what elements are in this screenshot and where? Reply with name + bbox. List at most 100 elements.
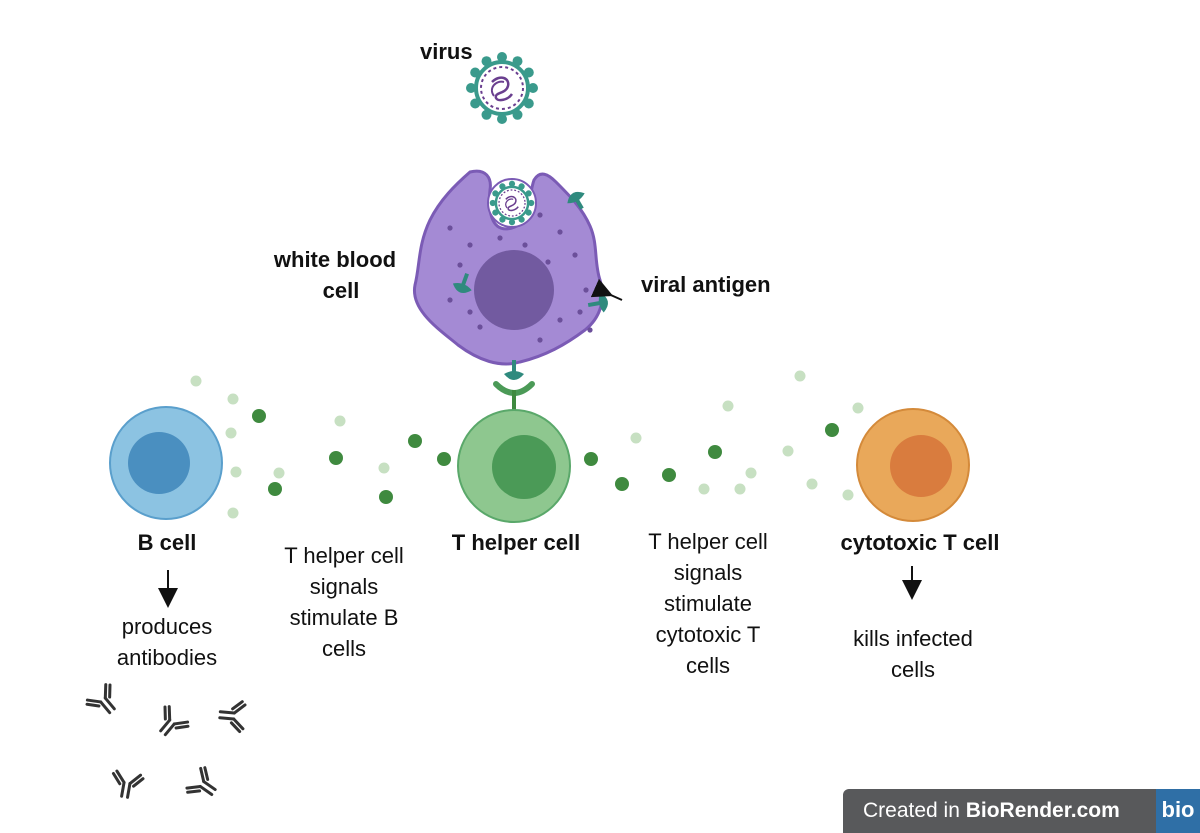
viral-rna [491, 76, 514, 102]
virus-spike [492, 190, 499, 197]
viral-antigen-arrow [590, 278, 623, 301]
granule [557, 229, 563, 235]
signal-molecule [734, 483, 746, 495]
virus-spike [481, 56, 492, 67]
signal-molecule [842, 489, 854, 501]
virus-spike [470, 98, 481, 109]
badge-brand: BioRender.com [965, 799, 1120, 822]
t-helper-cell-label: T helper cell [451, 530, 581, 555]
b-signal-line-2: signals [309, 574, 379, 599]
signal-molecule [408, 434, 422, 448]
granule [457, 262, 463, 268]
virus-spike [508, 180, 516, 187]
virus-spike [523, 67, 534, 78]
cytoplasm-granules [447, 212, 593, 343]
virus-icon [466, 52, 538, 124]
white-blood-cell [413, 169, 608, 380]
virus-membrane [480, 66, 524, 110]
virus-label: virus [420, 39, 473, 64]
signal-molecule [273, 467, 285, 479]
biorender-badge[interactable]: Created in BioRender.com bio [843, 789, 1200, 833]
white-blood-cell-label-line2: cell [322, 278, 360, 303]
antibody-icon [111, 769, 145, 799]
granule [477, 324, 483, 330]
virus-spike [497, 114, 507, 124]
antibody-icon [85, 683, 116, 715]
produces-line-2: antibodies [116, 645, 218, 670]
signal-molecule [782, 445, 794, 457]
virus-spike [518, 183, 525, 190]
c-signal-line-3: stimulate [663, 591, 753, 616]
viral-antigen-icon [567, 191, 585, 210]
virus-spike [508, 219, 516, 226]
virus-spike [499, 216, 506, 223]
virus-spike [528, 83, 538, 93]
signal-molecule [722, 400, 734, 412]
t-helper-cell-nucleus [492, 435, 556, 499]
cytotoxic-t-cell-nucleus [890, 435, 952, 497]
viral-antigen-icon [452, 273, 472, 294]
viral-antigen-icon [587, 292, 608, 313]
presented-antigen-icon [504, 360, 524, 380]
signal-molecule [227, 507, 239, 519]
signal-molecule [630, 432, 642, 444]
signal-molecule [252, 409, 266, 423]
cytotoxic-t-cell-label: cytotoxic T cell [840, 530, 1000, 555]
virus-spike [499, 183, 506, 190]
signal-molecule [794, 370, 806, 382]
b-signal-text: T helper cell signals stimulate B cells [263, 540, 425, 664]
kills-line-2: cells [890, 657, 935, 682]
c-signal-line-1: T helper cell [648, 529, 768, 554]
granule [467, 242, 473, 248]
signal-molecule [230, 466, 242, 478]
granule [447, 297, 453, 303]
antibodies-group [85, 683, 247, 799]
antibody-icon [185, 766, 217, 796]
b-signal-line-4: cells [321, 636, 366, 661]
b-cell-label: B cell [137, 530, 197, 555]
virus-membrane [498, 189, 526, 217]
c-signal-line-4: cytotoxic T [655, 622, 761, 647]
b-cell [109, 406, 223, 520]
cytokine-signals [190, 370, 864, 519]
granule [467, 309, 473, 315]
kills-text: kills infected cells [832, 623, 994, 685]
granule [583, 287, 589, 293]
granule [577, 309, 583, 315]
white-blood-cell-label-line1: white blood [273, 247, 397, 272]
signal-molecule [268, 482, 282, 496]
antibody-icon [159, 705, 190, 737]
badge-text: Created in BioRender.com [863, 799, 1120, 823]
signal-molecule [329, 451, 343, 465]
viral-antigen-label: viral antigen [641, 272, 771, 297]
signal-molecule [190, 375, 202, 387]
kills-line-1: kills infected [853, 626, 973, 651]
signal-molecule [584, 452, 598, 466]
engulfed-virus-icon [489, 180, 535, 226]
virus-spike [518, 216, 525, 223]
virus-spike [512, 109, 523, 120]
virus-spike [481, 109, 492, 120]
signal-molecule [698, 483, 710, 495]
viral-rna [505, 198, 514, 209]
signal-molecule [334, 415, 346, 427]
t-helper-cell [457, 409, 571, 523]
b-signal-line-1: T helper cell [284, 543, 404, 568]
produces-line-1: produces [121, 614, 213, 639]
virus-spike [489, 199, 496, 207]
signal-molecule [708, 445, 722, 459]
virus-spike [492, 209, 499, 216]
virus-spike [470, 67, 481, 78]
c-signal-line-2: signals [673, 560, 743, 585]
signal-molecule [825, 423, 839, 437]
virus-envelope [474, 60, 530, 116]
virus-spike [497, 52, 507, 62]
signal-molecule [437, 452, 451, 466]
virus-spike [523, 98, 534, 109]
signal-molecule [615, 477, 629, 491]
granule [587, 327, 593, 333]
virus-envelope [494, 185, 530, 221]
virus-spike [525, 209, 532, 216]
signal-molecule [227, 393, 239, 405]
